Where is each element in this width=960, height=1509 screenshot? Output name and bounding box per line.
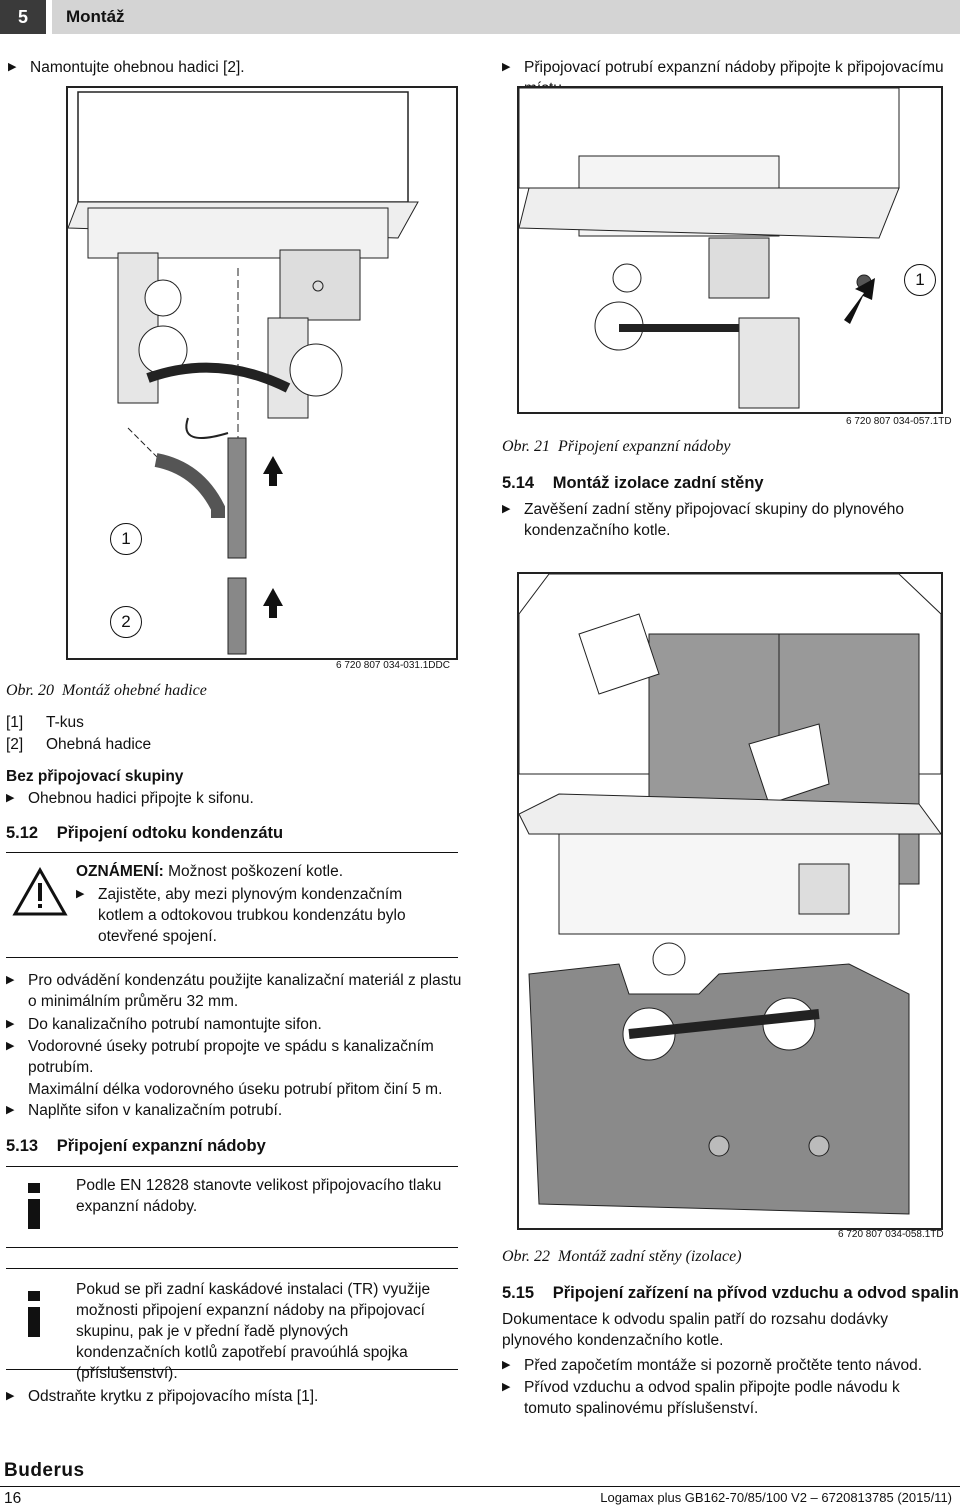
- legend-key: [2]: [6, 736, 24, 753]
- figure-20-caption-num: Obr. 20: [6, 682, 55, 699]
- condensate-step-2: Do kanalizačního potrubí namontujte sifo…: [6, 1014, 468, 1035]
- figure-21-caption-text: Připojení expanzní nádoby: [558, 438, 731, 455]
- figure-22-code: 6 720 807 034-058.1TD: [838, 1229, 944, 1240]
- chapter-title: Montáž: [66, 7, 125, 26]
- figure-21-caption: Obr. 21 Připojení expanzní nádoby: [502, 438, 730, 456]
- figure-20-illustration: [66, 86, 458, 660]
- section-number: 5.13: [6, 1137, 39, 1155]
- flue-step-1: Před započetím montáže si pozorně pročtě…: [502, 1355, 960, 1376]
- condensate-step-4: Naplňte sifon v kanalizačním potrubí.: [6, 1100, 282, 1121]
- section-title: Montáž izolace zadní stěny: [552, 474, 764, 492]
- figure-20-caption: Obr. 20 Montáž ohebné hadice: [6, 682, 207, 700]
- flue-step-2: Přívod vzduchu a odvod spalin připojte p…: [502, 1377, 944, 1419]
- section-title: Připojení odtoku kondenzátu: [56, 824, 284, 842]
- step-connect-siphon: Ohebnou hadici připojte k sifonu.: [6, 788, 254, 809]
- section-5-15-heading: 5.15 Připojení zařízení na přívod vzduch…: [502, 1284, 959, 1303]
- section-title: Připojení zařízení na přívod vzduchu a o…: [552, 1284, 959, 1302]
- section-5-13-heading: 5.13 Připojení expanzní nádoby: [6, 1137, 266, 1156]
- notice-line: OZNÁMENÍ: Možnost poškození kotle.: [76, 861, 456, 882]
- info-text-1: Podle EN 12828 stanovte velikost připojo…: [76, 1177, 442, 1215]
- figure-21-code: 6 720 807 034-057.1TD: [846, 416, 952, 427]
- figure-22-caption-num: Obr. 22: [502, 1248, 551, 1265]
- section-title: Připojení expanzní nádoby: [56, 1137, 266, 1155]
- info-text-2: Pokud se při zadní kaskádové instalaci (…: [76, 1281, 431, 1382]
- legend-key: [1]: [6, 714, 24, 731]
- notice-step: Zajistěte, aby mezi plynovým kondenzační…: [76, 884, 448, 947]
- condensate-step-1: Pro odvádění kondenzátu použijte kanaliz…: [6, 970, 468, 1012]
- notice-box: OZNÁMENÍ: Možnost poškození kotle. Zajis…: [6, 852, 458, 958]
- document-id: Logamax plus GB162-70/85/100 V2 – 672081…: [600, 1490, 952, 1505]
- page-number: 16: [4, 1490, 22, 1507]
- figure-22-caption: Obr. 22 Montáž zadní stěny (izolace): [502, 1248, 742, 1266]
- step-mount-hose: Namontujte ohebnou hadici [2].: [8, 57, 245, 78]
- legend-text: Ohebná hadice: [46, 736, 152, 753]
- legend-text: T-kus: [46, 714, 84, 731]
- condensate-step-3: Vodorovné úseky potrubí propojte ve spád…: [6, 1036, 448, 1078]
- chapter-number: 5: [0, 0, 46, 34]
- figure-22-caption-text: Montáž zadní stěny (izolace): [558, 1248, 742, 1265]
- figure-22-illustration: [517, 572, 943, 1230]
- info-box-2: Pokud se při zadní kaskádové instalaci (…: [6, 1268, 458, 1382]
- figure-21-caption-num: Obr. 21: [502, 438, 551, 455]
- figure-20-callout-1: 1: [110, 523, 142, 555]
- section-number: 5.12: [6, 824, 39, 842]
- notice-label: OZNÁMENÍ:: [76, 863, 164, 880]
- without-group-heading: Bez připojovací skupiny: [6, 768, 184, 785]
- info-icon: [28, 1291, 40, 1337]
- brand-logo: Buderus: [4, 1460, 85, 1481]
- legend-item: [1] T-kus: [6, 712, 84, 733]
- warning-triangle-icon: [12, 867, 68, 916]
- notice-text: Možnost poškození kotle.: [168, 863, 344, 880]
- step-remove-cap: Odstraňte krytku z připojovacího místa […: [6, 1386, 318, 1407]
- figure-20-code: 6 720 807 034-031.1DDC: [336, 660, 450, 671]
- info-icon: [28, 1183, 40, 1229]
- section-number: 5.15: [502, 1284, 535, 1302]
- header-bar: [52, 0, 960, 34]
- section-number: 5.14: [502, 474, 535, 492]
- flue-docs-text: Dokumentace k odvodu spalin patří do roz…: [502, 1311, 889, 1349]
- figure-21-illustration: [517, 86, 943, 414]
- figure-20-caption-text: Montáž ohebné hadice: [62, 682, 207, 699]
- condensate-note: Maximální délka vodorovného úseku potrub…: [28, 1081, 443, 1098]
- section-5-12-heading: 5.12 Připojení odtoku kondenzátu: [6, 824, 283, 843]
- figure-21-callout-1: 1: [904, 264, 936, 296]
- footer-rule: [0, 1486, 960, 1487]
- figure-20-callout-2: 2: [110, 606, 142, 638]
- info-box-1: Podle EN 12828 stanovte velikost připojo…: [6, 1166, 458, 1248]
- step-hang-rear-wall: Zavěšení zadní stěny připojovací skupiny…: [502, 499, 924, 541]
- legend-item: [2] Ohebná hadice: [6, 734, 151, 755]
- section-5-14-heading: 5.14 Montáž izolace zadní stěny: [502, 474, 764, 493]
